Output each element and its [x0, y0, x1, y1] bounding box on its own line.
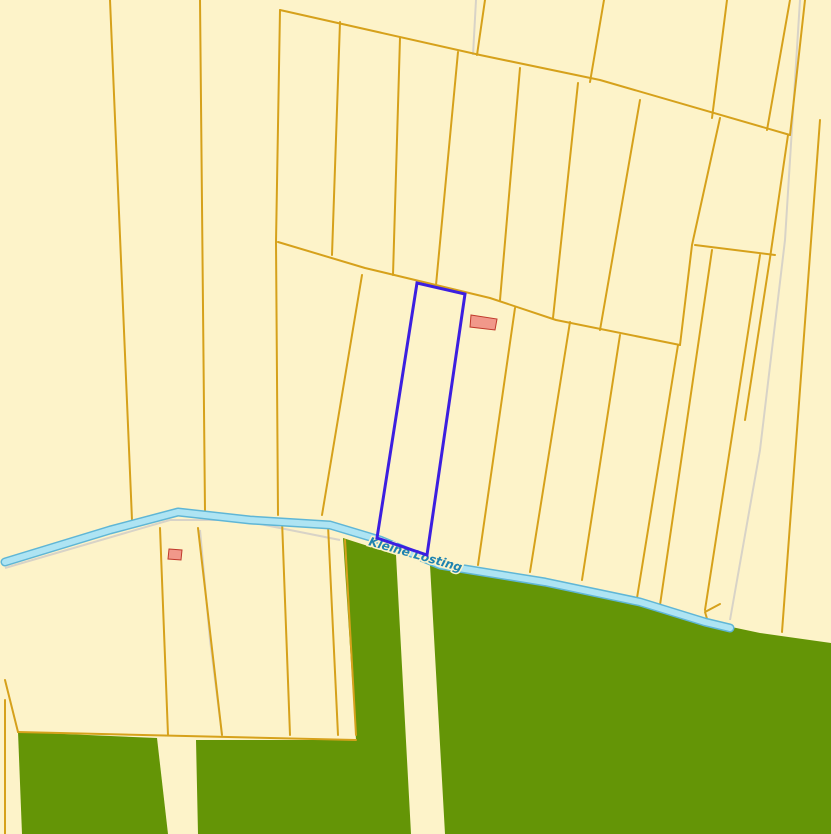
track-line: [4, 519, 341, 569]
parcel-boundaries: [4, 0, 821, 834]
forest-area-southwest: [18, 732, 168, 834]
forest-area-southeast: [430, 565, 831, 834]
building-layer: [167, 314, 498, 561]
track-line: [472, 0, 477, 56]
forest-area-south-center: [196, 538, 411, 834]
selected-parcel-outline[interactable]: [375, 281, 467, 558]
building[interactable]: [167, 548, 183, 561]
building[interactable]: [469, 314, 498, 331]
